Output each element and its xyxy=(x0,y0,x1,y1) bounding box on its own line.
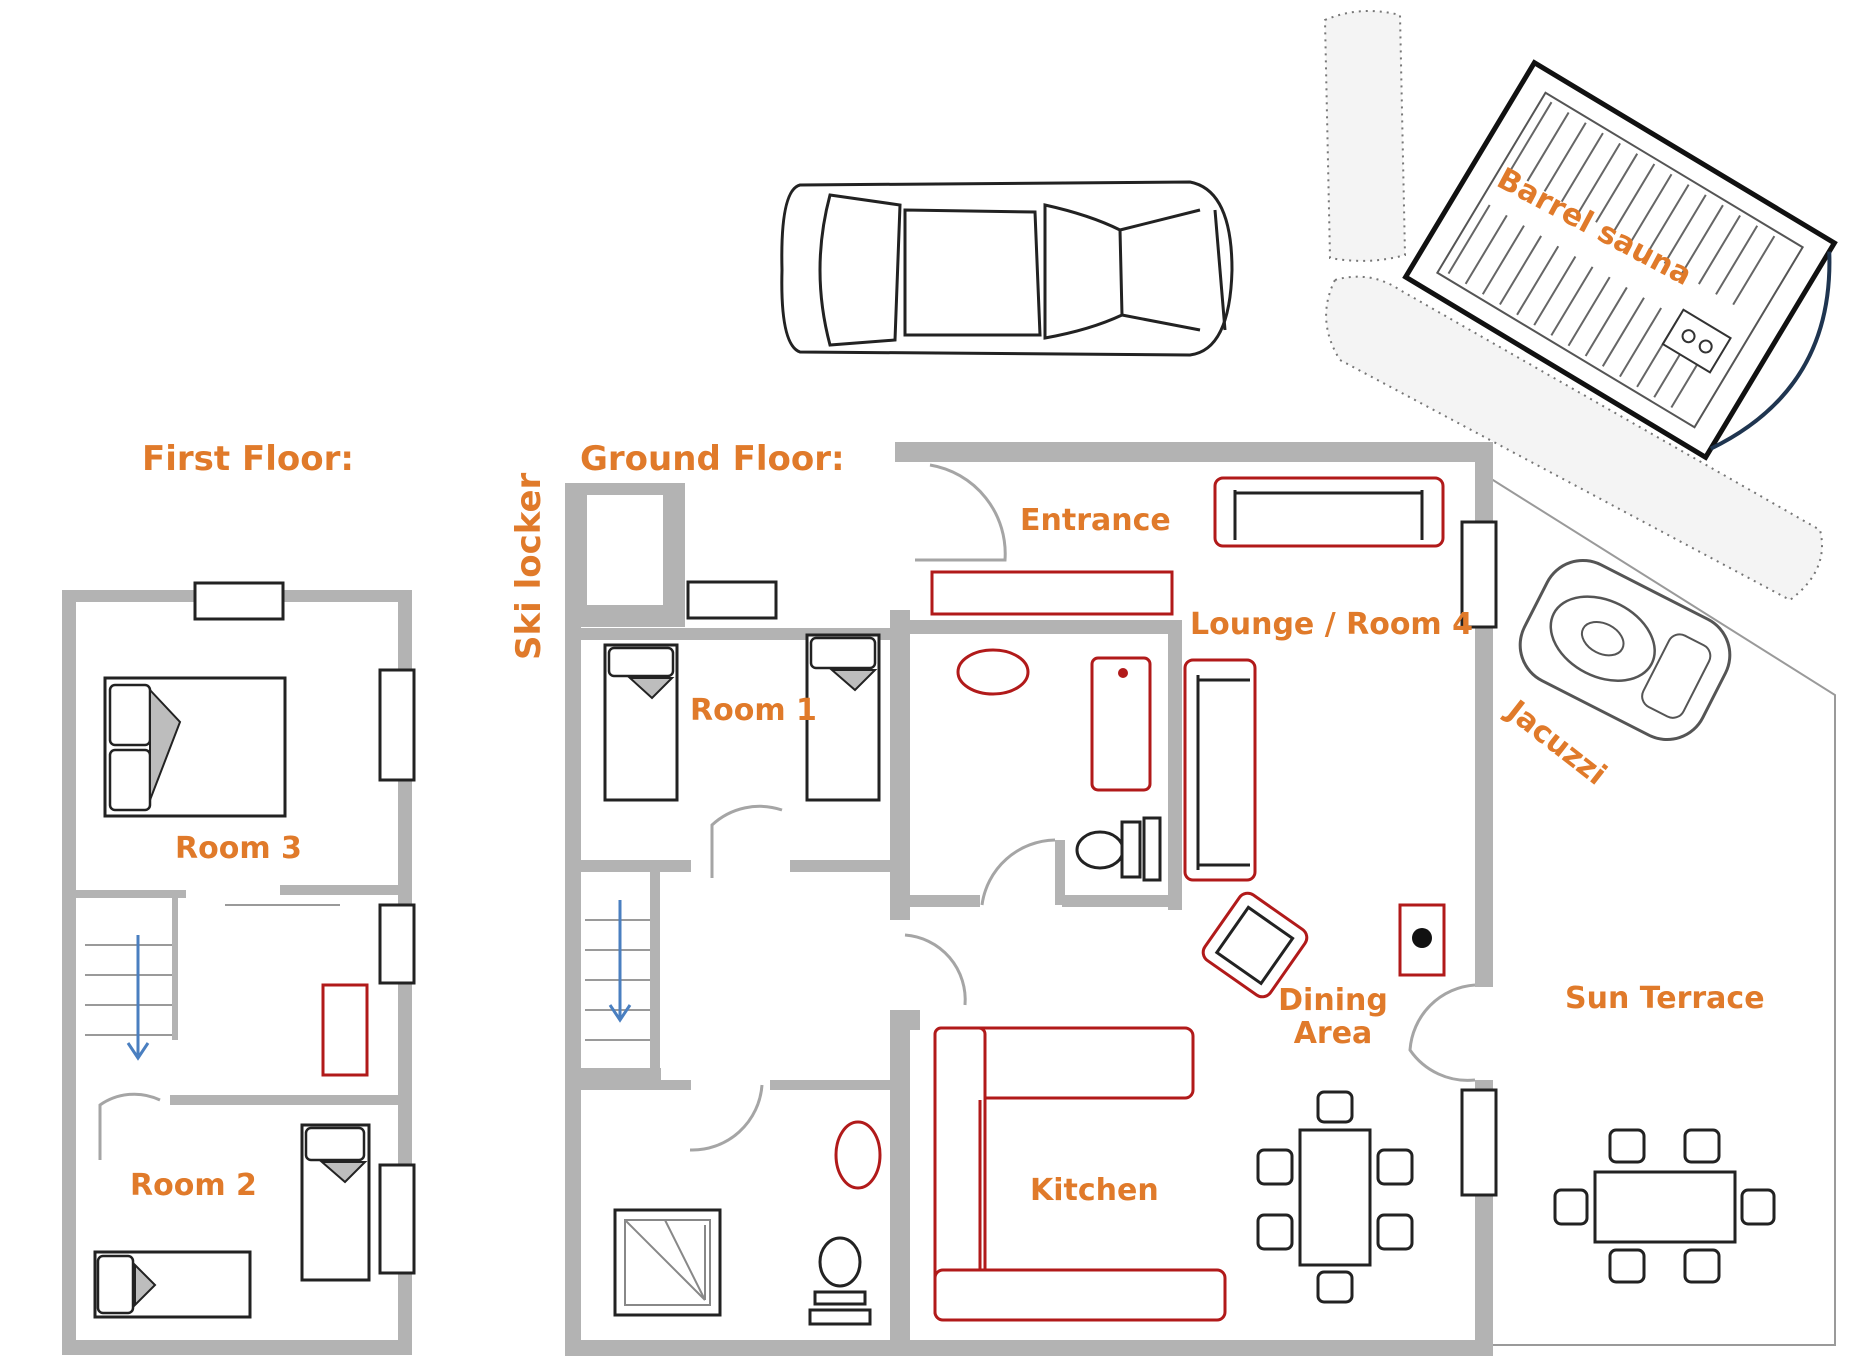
label-lounge: Lounge / Room 4 xyxy=(1190,607,1473,642)
armchair xyxy=(1201,891,1309,999)
double-bed-room3 xyxy=(103,676,287,818)
terrace-table xyxy=(1553,1128,1776,1284)
sauna-slat xyxy=(1680,204,1724,275)
single-bed-room1-right xyxy=(805,633,881,802)
door-terrace xyxy=(1408,983,1476,1082)
sauna-slat xyxy=(1732,235,1776,306)
door-room1 xyxy=(710,804,783,878)
stove xyxy=(1398,903,1446,977)
jacuzzi xyxy=(1518,558,1732,742)
sauna-slat xyxy=(1481,225,1525,295)
window-room3-right xyxy=(378,668,416,782)
cabinet-landing xyxy=(321,983,369,1077)
label-ski-locker: Ski locker xyxy=(509,472,549,660)
label-room1: Room 1 xyxy=(690,693,817,728)
stairs-ground-floor xyxy=(585,919,650,1041)
rug-wc xyxy=(956,648,1030,696)
stair-arrow-ground-floor xyxy=(608,900,632,1023)
single-bed-room1-left xyxy=(603,643,679,802)
sauna-slat xyxy=(1584,286,1628,357)
sauna-slat xyxy=(1567,276,1611,347)
car-drawing xyxy=(780,180,1234,357)
barrel-sauna xyxy=(1402,59,1838,461)
sauna-slat xyxy=(1715,225,1759,295)
sauna-slat xyxy=(1619,307,1662,378)
shower xyxy=(613,1208,722,1317)
dining-table xyxy=(1256,1090,1414,1304)
sauna-slat xyxy=(1646,184,1690,254)
sauna-slat xyxy=(1612,163,1656,234)
label-room2: Room 2 xyxy=(130,1168,257,1203)
sauna-slat xyxy=(1550,266,1594,336)
window-room1 xyxy=(686,580,778,620)
entrance-bench xyxy=(930,570,1174,616)
sun-terrace-outline xyxy=(1484,474,1836,1346)
label-entrance: Entrance xyxy=(1020,503,1171,538)
sofa-top xyxy=(1213,476,1445,548)
hedge-vertical xyxy=(1323,10,1407,262)
window-dining xyxy=(1460,1088,1498,1197)
sauna-slat xyxy=(1560,132,1604,203)
window-landing xyxy=(378,903,416,985)
sauna-slat xyxy=(1578,142,1621,213)
bathtub-tap xyxy=(1118,668,1128,678)
toilet-wc xyxy=(1075,816,1162,882)
label-kitchen: Kitchen xyxy=(1030,1173,1159,1208)
hedge-diagonal xyxy=(1325,275,1823,602)
sauna-slat xyxy=(1698,214,1741,285)
bathtub xyxy=(1090,656,1152,792)
window-room2 xyxy=(378,1163,416,1275)
stairs-first-floor xyxy=(85,895,178,1040)
sauna-slat xyxy=(1516,245,1560,316)
label-sun-terrace: Sun Terrace xyxy=(1565,981,1765,1016)
header-ground-floor: Ground Floor: xyxy=(580,439,845,479)
door-room2 xyxy=(98,1092,161,1160)
window-room3-top xyxy=(193,581,285,621)
door-wc xyxy=(980,838,1056,906)
label-dining-line1: Dining xyxy=(1278,983,1388,1018)
single-bed-room2-horizontal xyxy=(93,1250,252,1319)
label-room3: Room 3 xyxy=(175,831,302,866)
sauna-slat xyxy=(1464,214,1508,285)
sauna-slat xyxy=(1543,122,1587,192)
kitchen-counter xyxy=(933,1026,1227,1322)
sofa-side xyxy=(1183,658,1257,882)
sauna-slat xyxy=(1533,256,1577,326)
sauna-slat xyxy=(1629,173,1673,244)
header-first-floor: First Floor: xyxy=(142,439,354,479)
toilet-bathroom xyxy=(808,1236,872,1326)
door-hall xyxy=(904,933,967,1006)
sauna-slat xyxy=(1526,111,1570,182)
sauna-slat xyxy=(1663,194,1707,264)
sauna-slat xyxy=(1509,101,1553,172)
sauna-slat xyxy=(1447,204,1491,275)
label-dining-line2: Area xyxy=(1294,1016,1373,1051)
sauna-slat xyxy=(1595,153,1639,223)
window-lounge xyxy=(1460,520,1498,629)
rug-bathroom xyxy=(834,1120,882,1190)
door-bathroom xyxy=(689,1084,764,1152)
door-entrance xyxy=(915,463,1007,562)
sauna-slat xyxy=(1601,297,1645,367)
single-bed-room2-vertical xyxy=(300,1123,371,1282)
sauna-slat xyxy=(1499,235,1542,306)
stair-arrow-first-floor xyxy=(126,935,150,1061)
